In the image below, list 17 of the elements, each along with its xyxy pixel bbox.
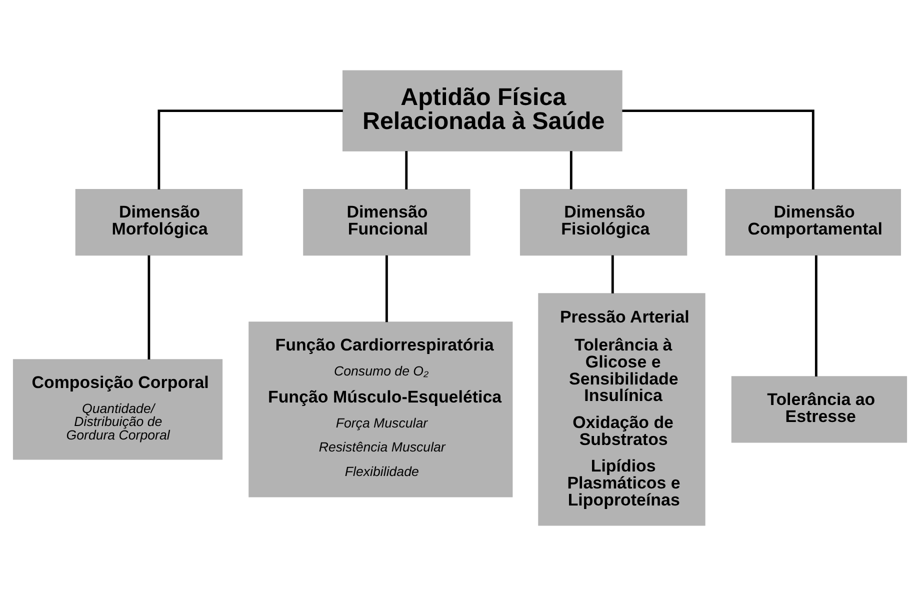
node-box: Dimensão Fisiológica	[520, 188, 688, 256]
connector	[611, 254, 614, 293]
node-box: Tolerância ao Estresse	[731, 376, 908, 442]
connector	[148, 254, 150, 359]
node-box: Função Cardiorrespiratória Consumo de O₂ Função Músculo-Esquelética Força Muscular Resistência Muscular Flexibilidade	[248, 321, 513, 497]
connector	[814, 254, 818, 376]
connector	[158, 109, 343, 189]
connector	[386, 254, 388, 322]
node-box: Composição Corporal Quantidade/ Distribuição de Gordura Corporal	[12, 358, 223, 460]
node-box: Aptidão Física Relacionada à Saúde	[342, 70, 622, 151]
node-box: Dimensão Morfológica	[75, 188, 243, 256]
node-box: Dimensão Comportamental	[725, 188, 901, 256]
connector	[570, 150, 572, 189]
connector	[405, 150, 408, 189]
node-box: Pressão Arterial Tolerância à Glicose e Sensibilidade Insulínica Oxidação de Substratos Lipídios Plasmáticos e Lipoproteínas	[538, 292, 706, 526]
node-box: Dimensão Funcional	[303, 188, 470, 256]
connector	[622, 109, 814, 189]
